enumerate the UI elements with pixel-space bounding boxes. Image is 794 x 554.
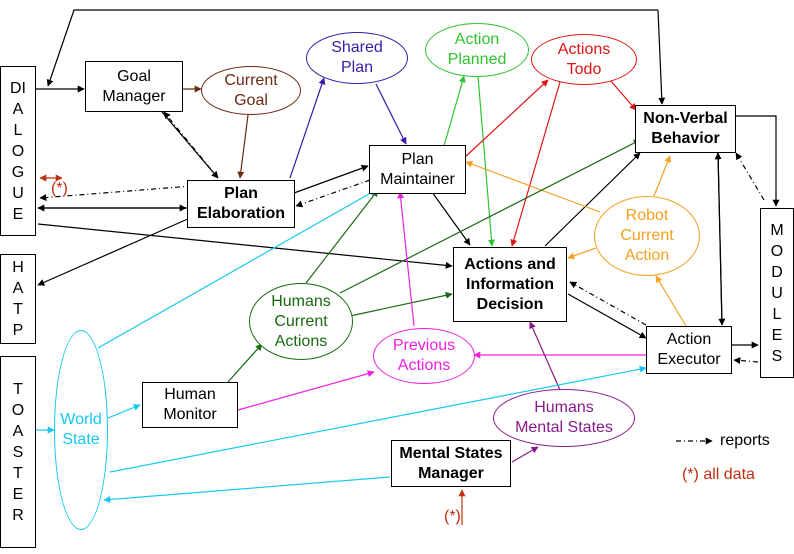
legend-all-data-label: (*) all data	[682, 466, 755, 483]
arrow-aid-to-action-executor	[567, 293, 647, 339]
toaster-label: TOASTER	[11, 380, 25, 524]
arrow-world-state-to-executor	[109, 365, 647, 473]
arrow-shared-plan-to-plan-maintainer	[375, 83, 407, 145]
arrow-plan-elab-to-shared-plan	[289, 77, 326, 179]
robot-current-action-ellipse: Robot Current Action	[594, 196, 700, 276]
hatp-panel: HATP	[0, 254, 36, 344]
arrow-humans-current-to-nonverbal	[339, 139, 641, 294]
arrow-actions-todo-to-nonverbal	[609, 79, 637, 111]
action-executor-box: Action Executor	[646, 326, 732, 374]
modules-panel: MODULES	[760, 208, 794, 378]
arrow-top-loop-to-dialogue	[46, 9, 658, 87]
world-state-ellipse: World State	[54, 330, 108, 530]
actions-todo-ellipse: Actions Todo	[531, 34, 637, 85]
current-goal-ellipse: Current Goal	[201, 66, 301, 115]
legend-reports-label: reports	[720, 432, 770, 449]
goal-manager-box: Goal Manager	[85, 61, 183, 112]
non-verbal-behavior-box: Non-Verbal Behavior	[635, 105, 736, 153]
arrow-world-state-to-human-monitor	[107, 404, 141, 419]
shared-plan-ellipse: Shared Plan	[306, 32, 408, 84]
arrow-dialogue-to-aid	[37, 223, 453, 269]
dialogue-panel: DIALOGUE	[0, 66, 36, 236]
previous-actions-ellipse: Previous Actions	[373, 328, 475, 384]
plan-elaboration-box: Plan Elaboration	[187, 180, 295, 228]
arrow-plan-elab-to-plan-maintainer	[293, 164, 369, 194]
hatp-label: HATP	[12, 259, 24, 339]
arrow-humans-mental-to-aid	[529, 321, 561, 391]
plan-maintainer-box: Plan Maintainer	[369, 145, 466, 194]
arrow-plan-maintainer-to-actions-todo	[463, 79, 549, 159]
arrow-nonverbal-to-modules	[736, 115, 780, 207]
report-modules-to-executor	[733, 357, 759, 365]
report-plan-maintainer-to-plan-elab	[295, 179, 371, 208]
arrow-aid-to-nonverbal	[544, 152, 641, 247]
arrow-robot-action-to-nonverbal	[653, 155, 671, 197]
report-plan-elab-to-goal-manager	[163, 111, 219, 179]
arrow-current-goal-to-plan-elab	[237, 114, 249, 179]
arrow-humans-current-to-aid	[349, 291, 453, 317]
arrow-action-planned-to-aid	[477, 75, 495, 247]
report-modules-to-nonverbal	[735, 152, 765, 201]
arrow-actions-todo-to-aid	[510, 81, 561, 247]
arrow-humans-current-to-plan-maintainer	[305, 189, 379, 284]
arrow-msm-to-humans-mental	[511, 446, 539, 463]
human-monitor-box: Human Monitor	[142, 382, 238, 428]
report-plan-elab-to-dialogue-upper	[39, 185, 193, 201]
action-planned-ellipse: Action Planned	[425, 23, 529, 77]
arrow-plan-maintainer-to-action-planned	[443, 75, 466, 147]
arrow-executor-to-robot-action	[655, 275, 687, 327]
arrow-plan-maintainer-to-aid	[431, 191, 471, 246]
dialogue-label: DIALOGUE	[10, 79, 26, 223]
arrow-human-monitor-to-previous-actions	[237, 370, 375, 411]
mental-states-manager-box: Mental States Manager	[391, 440, 511, 487]
toaster-panel: TOASTER	[0, 356, 36, 548]
arrow-top-loop-to-nonverbal	[657, 9, 666, 105]
arrow-robot-action-to-plan-maintainer	[465, 160, 601, 213]
arrow-robot-action-to-aid	[567, 247, 597, 260]
all-data-marker-dialogue: (*)	[51, 180, 68, 197]
actions-info-decision-box: Actions and Information Decision	[453, 247, 567, 322]
arrow-nonverbal-to-executor	[717, 152, 726, 326]
arrow-world-state-to-plan-maintainer	[97, 189, 377, 349]
arrow-msm-to-world-state	[103, 476, 391, 503]
report-executor-to-aid	[569, 281, 647, 326]
humans-current-actions-ellipse: Humans Current Actions	[249, 283, 353, 360]
arrow-plan-elab-to-hatp	[37, 217, 191, 286]
arrow-human-monitor-to-humans-current	[227, 343, 263, 383]
humans-mental-states-ellipse: Humans Mental States	[493, 389, 635, 447]
all-data-marker-msm: (*)	[444, 508, 461, 525]
modules-label: MODULES	[770, 221, 784, 365]
arrow-previous-actions-to-plan-maintainer	[397, 191, 415, 327]
